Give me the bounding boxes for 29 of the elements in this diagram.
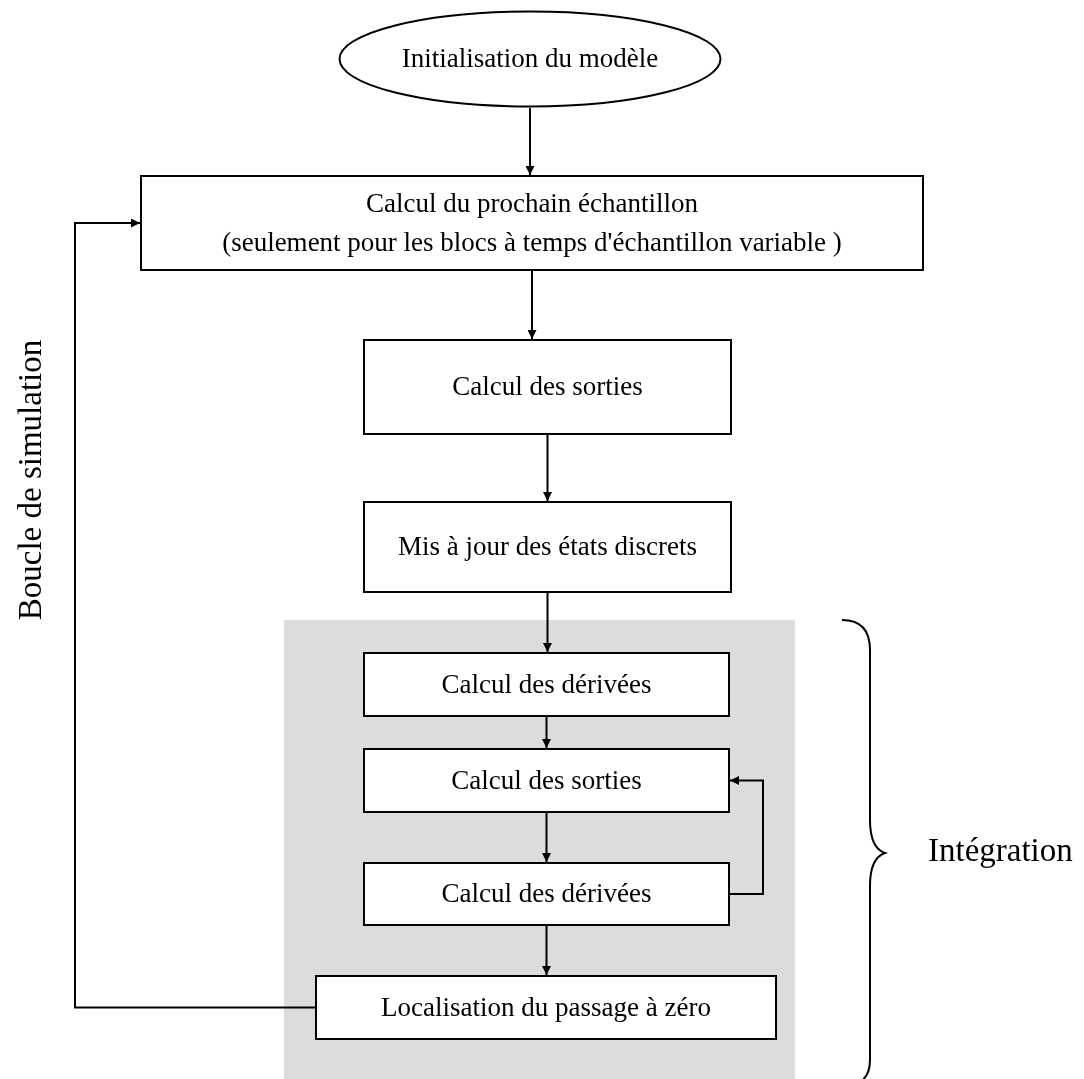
process-box (363, 652, 730, 717)
box-label: Calcul du prochain échantillon (365, 186, 699, 220)
process-box (363, 862, 730, 926)
side-label: Intégration (928, 832, 1073, 869)
arrow (74, 218, 316, 1009)
process-box (140, 175, 924, 271)
arrow (542, 925, 551, 976)
arrow (527, 270, 537, 340)
integration-panel (284, 620, 795, 1079)
box-label: Calcul des dérivées (441, 877, 652, 911)
arrow (729, 776, 764, 895)
box-label: Calcul des sorties (451, 763, 642, 797)
box-label: Calcul des dérivées (441, 667, 652, 701)
arrow (543, 434, 552, 502)
box-label: Mis à jour des états discrets (397, 530, 698, 564)
process-box (363, 339, 732, 435)
start-ellipse (338, 10, 722, 108)
process-box (315, 975, 777, 1040)
process-box (363, 748, 730, 813)
box-label: Calcul des sorties (452, 370, 643, 404)
box-label: Localisation du passage à zéro (381, 990, 711, 1024)
side-label: Boucle de simulation (11, 339, 49, 621)
box-label: Initialisation du modèle (401, 42, 659, 76)
arrow (525, 107, 535, 176)
arrow (542, 716, 551, 749)
arrow (542, 812, 551, 863)
box-label: (seulement pour les blocs à temps d'échantillon variable ) (222, 226, 842, 259)
arrow (543, 592, 552, 653)
process-box (363, 501, 732, 593)
